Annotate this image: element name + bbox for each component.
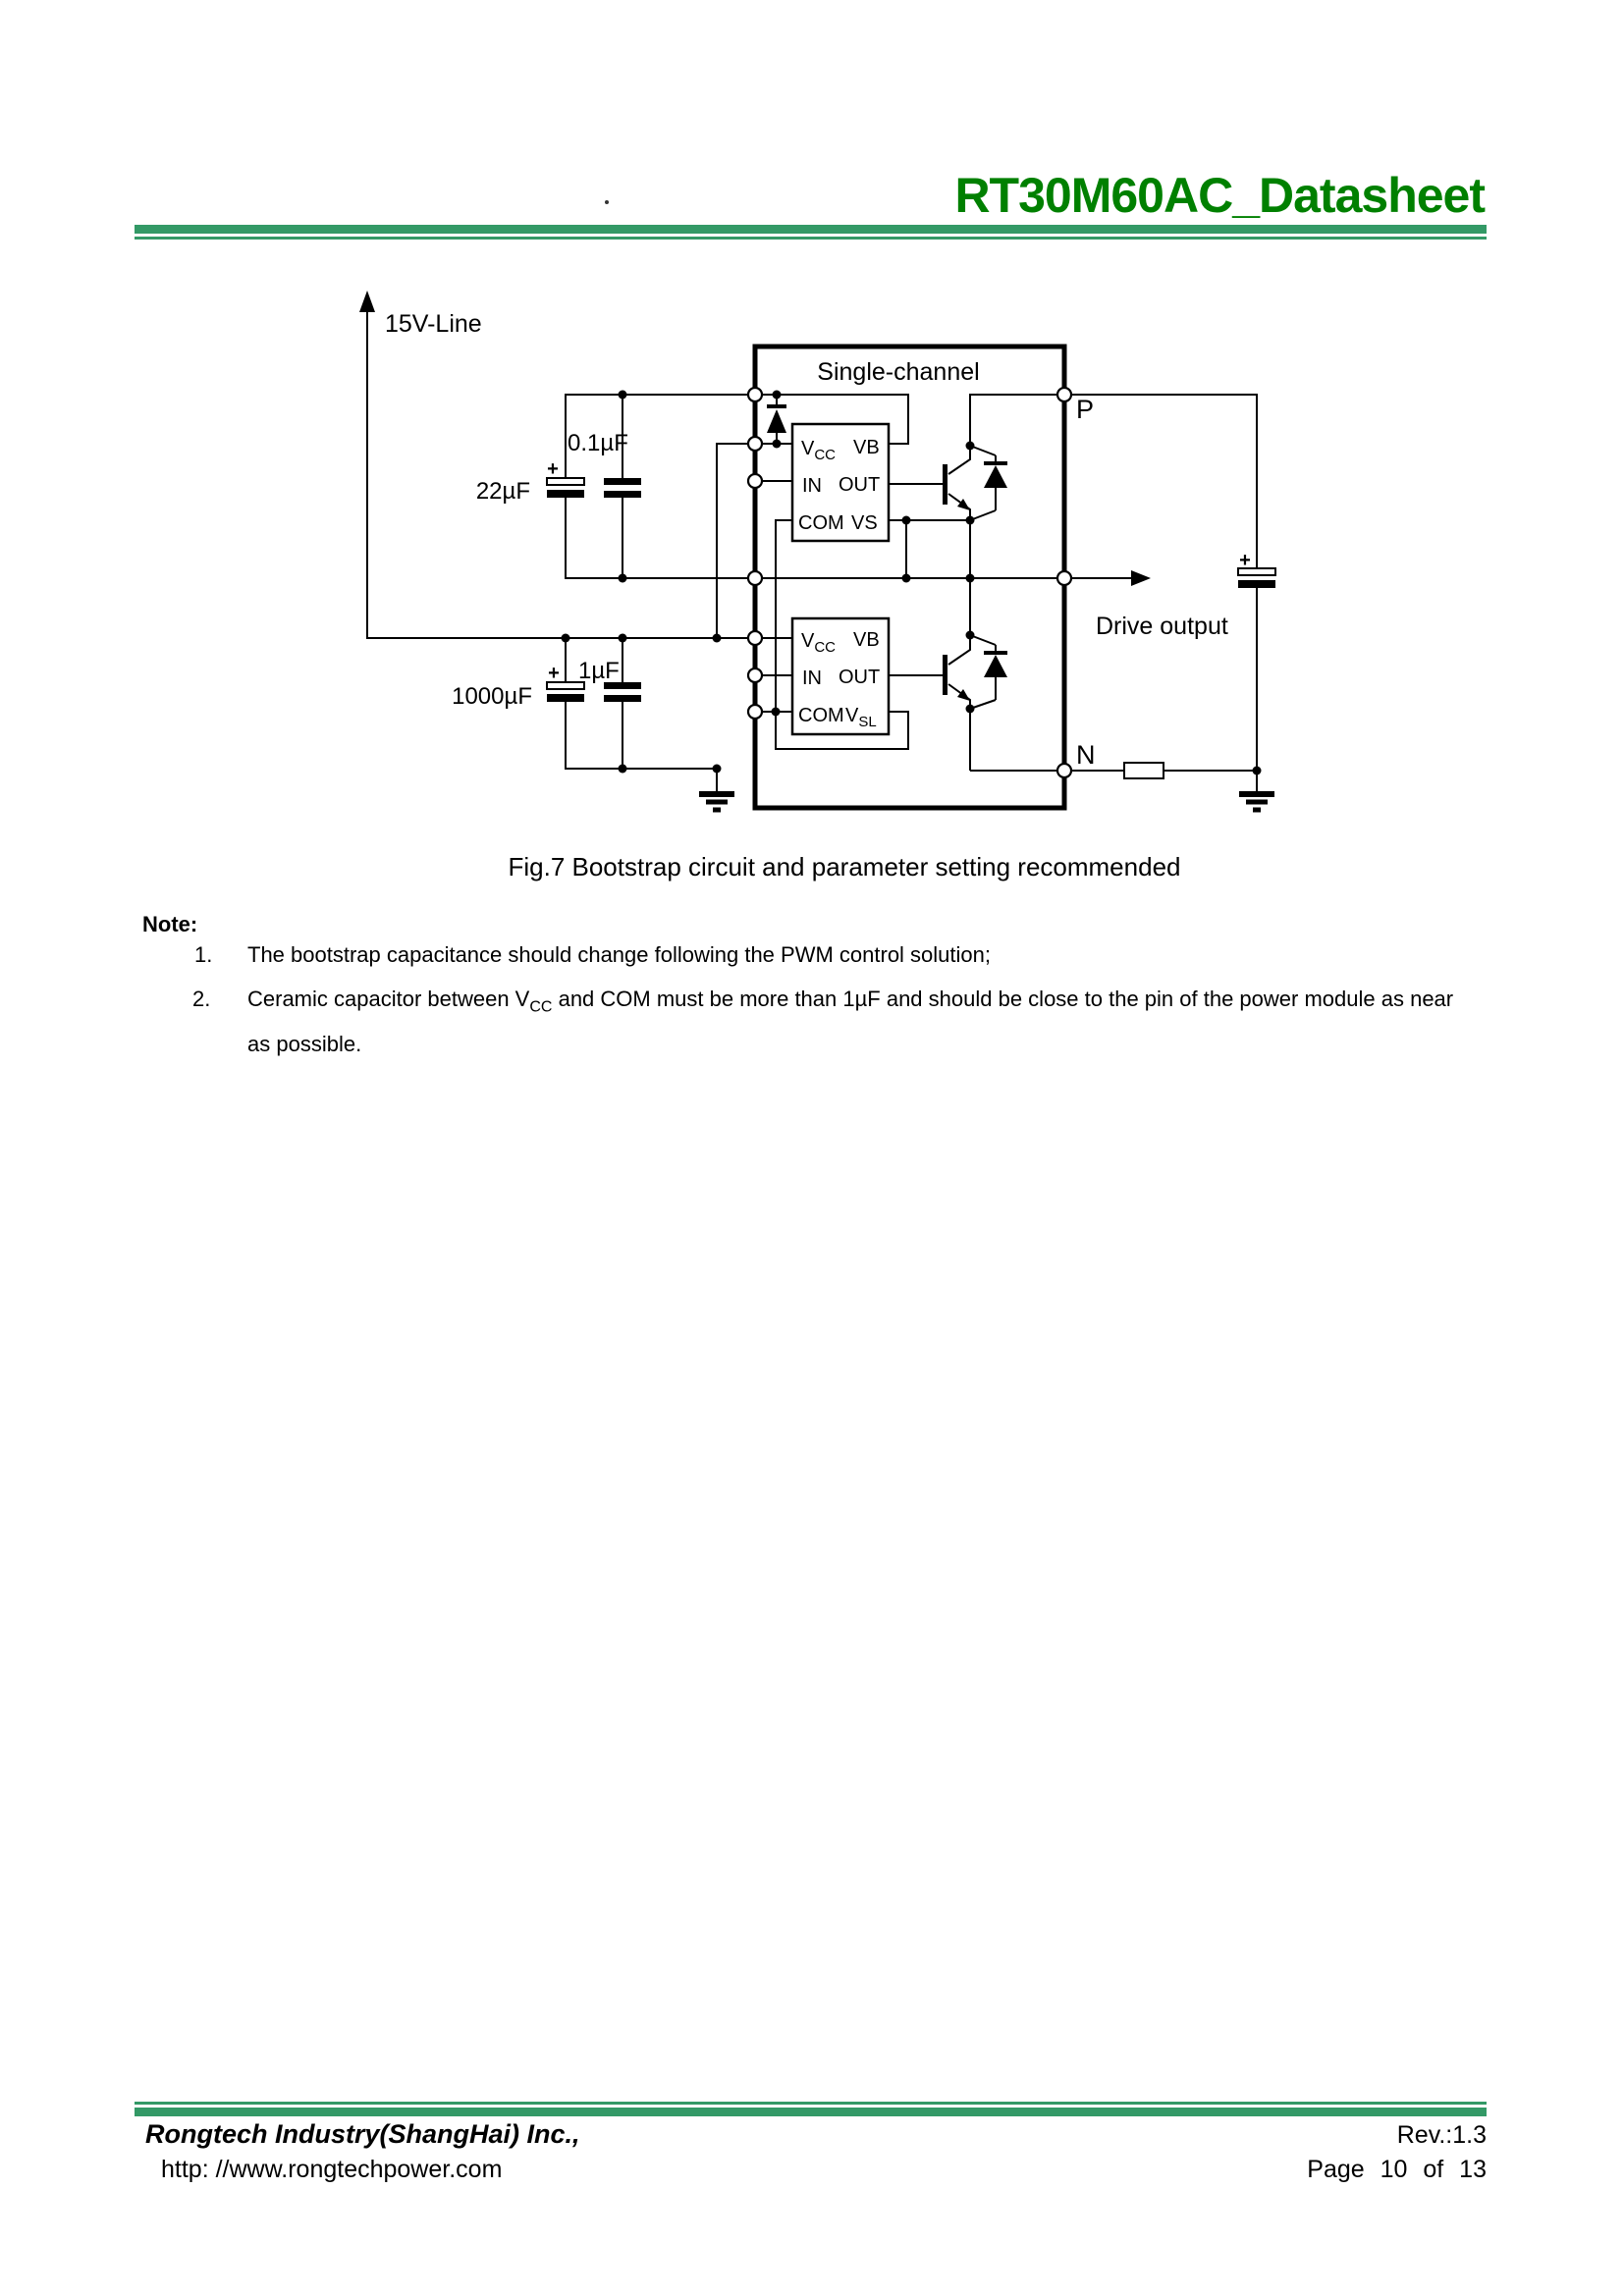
footer-rule-thick	[135, 2108, 1487, 2116]
header-rule-thick	[135, 225, 1487, 234]
upper-igbt	[943, 446, 971, 520]
svg-text:VCC: VCC	[801, 438, 836, 463]
bootstrap-cap-rails	[565, 394, 748, 579]
bootstrap-diode	[767, 395, 786, 444]
pin-in-label: IN	[802, 667, 822, 689]
pin-vcc-label: V	[801, 630, 815, 652]
upper-freewheel-diode	[969, 445, 1007, 521]
lower-freewheel-diode	[969, 634, 1007, 710]
output-network	[1071, 394, 1258, 791]
footer-page-number: Page 10 of 13	[1307, 2156, 1487, 2183]
pin-out-label: OUT	[839, 667, 880, 688]
pin-com-label: COM	[798, 512, 844, 534]
pin-in-label: IN	[802, 475, 822, 497]
plus-sign: +	[1239, 550, 1251, 571]
capacitor-1000uf-symbol	[546, 638, 717, 770]
pin-out-label: OUT	[839, 474, 880, 496]
ground-symbol-left	[699, 769, 734, 813]
pin-vb-label: VB	[853, 629, 880, 651]
drive-output-arrow-icon	[1131, 570, 1151, 586]
pin-vsl-sub: SL	[858, 714, 876, 730]
cap-01uf-label: 0.1µF	[568, 430, 628, 456]
note-item-text-line2: as possible.	[247, 1032, 362, 1056]
capacitor-22uf-symbol	[546, 477, 585, 498]
ground-symbol-right	[1239, 791, 1274, 813]
terminal-n-label: N	[1076, 740, 1096, 770]
pin-vcc-sub: CC	[814, 447, 836, 463]
note-text-segment: Ceramic capacitor between V	[247, 987, 530, 1011]
footer-rule-thin	[135, 2102, 1487, 2105]
emitter-arrow-icon	[957, 689, 970, 701]
cap-1uf-label: 1µF	[578, 658, 620, 684]
lower-driver-ic-box	[790, 616, 891, 736]
stray-dot	[605, 200, 609, 204]
pin-vb-label: VB	[853, 437, 880, 458]
cap-1000uf-label: 1000µF	[452, 683, 532, 710]
note-item-text: Ceramic capacitor between VCC and COM mu…	[247, 987, 1453, 1016]
lower-igbt	[943, 635, 971, 709]
pin-vcc-sub: CC	[814, 639, 836, 656]
drive-output-label: Drive output	[1096, 613, 1228, 640]
vcc-feed-rail	[716, 443, 748, 638]
svg-text:VSL: VSL	[845, 705, 877, 730]
note-item-text: The bootstrap capacitance should change …	[247, 942, 991, 967]
terminal-p-label: P	[1076, 395, 1094, 424]
note-item-number: 2.	[192, 987, 211, 1011]
module-terminals	[746, 386, 1073, 779]
output-capacitor-symbol	[1237, 567, 1276, 588]
vcc-subscript: CC	[529, 998, 553, 1016]
capacitor-1uf-symbol	[604, 638, 641, 769]
upper-driver-ic-box	[790, 422, 891, 543]
junction-dots	[561, 390, 1262, 775]
header-rule-thin	[135, 237, 1487, 240]
pin-com-label: COM	[798, 705, 844, 726]
page-title: RT30M60AC_Datasheet	[954, 168, 1486, 223]
pin-vcc-label: V	[801, 438, 815, 459]
shunt-resistor-symbol	[1123, 762, 1164, 779]
note-item-number: 1.	[194, 942, 213, 967]
capacitor-01uf-symbol	[604, 478, 641, 498]
footer-website: http: //www.rongtechpower.com	[161, 2156, 503, 2183]
supply-15v-label: 15V-Line	[385, 310, 482, 338]
single-channel-label: Single-channel	[817, 358, 979, 386]
bootstrap-circuit-diagram: VCC VB IN OUT COM VS	[359, 291, 1276, 813]
upper-driver-ic-pins: VCC VB IN OUT COM VS	[798, 437, 880, 534]
svg-text:VCC: VCC	[801, 630, 836, 656]
note-text-segment: and COM must be more than 1µF and should…	[552, 987, 1454, 1011]
emitter-arrow-icon	[957, 499, 970, 510]
footer-company: Rongtech Industry(ShangHai) Inc.,	[145, 2119, 580, 2149]
footer-revision: Rev.:1.3	[1396, 2121, 1487, 2149]
pin-vsl-label: V	[845, 705, 859, 726]
pin-vs-label: VS	[851, 512, 878, 534]
plus-sign: +	[548, 663, 560, 684]
figure-caption: Fig.7 Bootstrap circuit and parameter se…	[508, 852, 1181, 881]
note-heading: Note:	[142, 912, 198, 936]
lower-driver-ic-pins: VCC VB IN OUT COM VSL	[798, 629, 880, 730]
cap-22uf-label: 22µF	[476, 478, 530, 505]
plus-sign: +	[547, 458, 559, 480]
up-arrow-icon	[359, 291, 375, 312]
